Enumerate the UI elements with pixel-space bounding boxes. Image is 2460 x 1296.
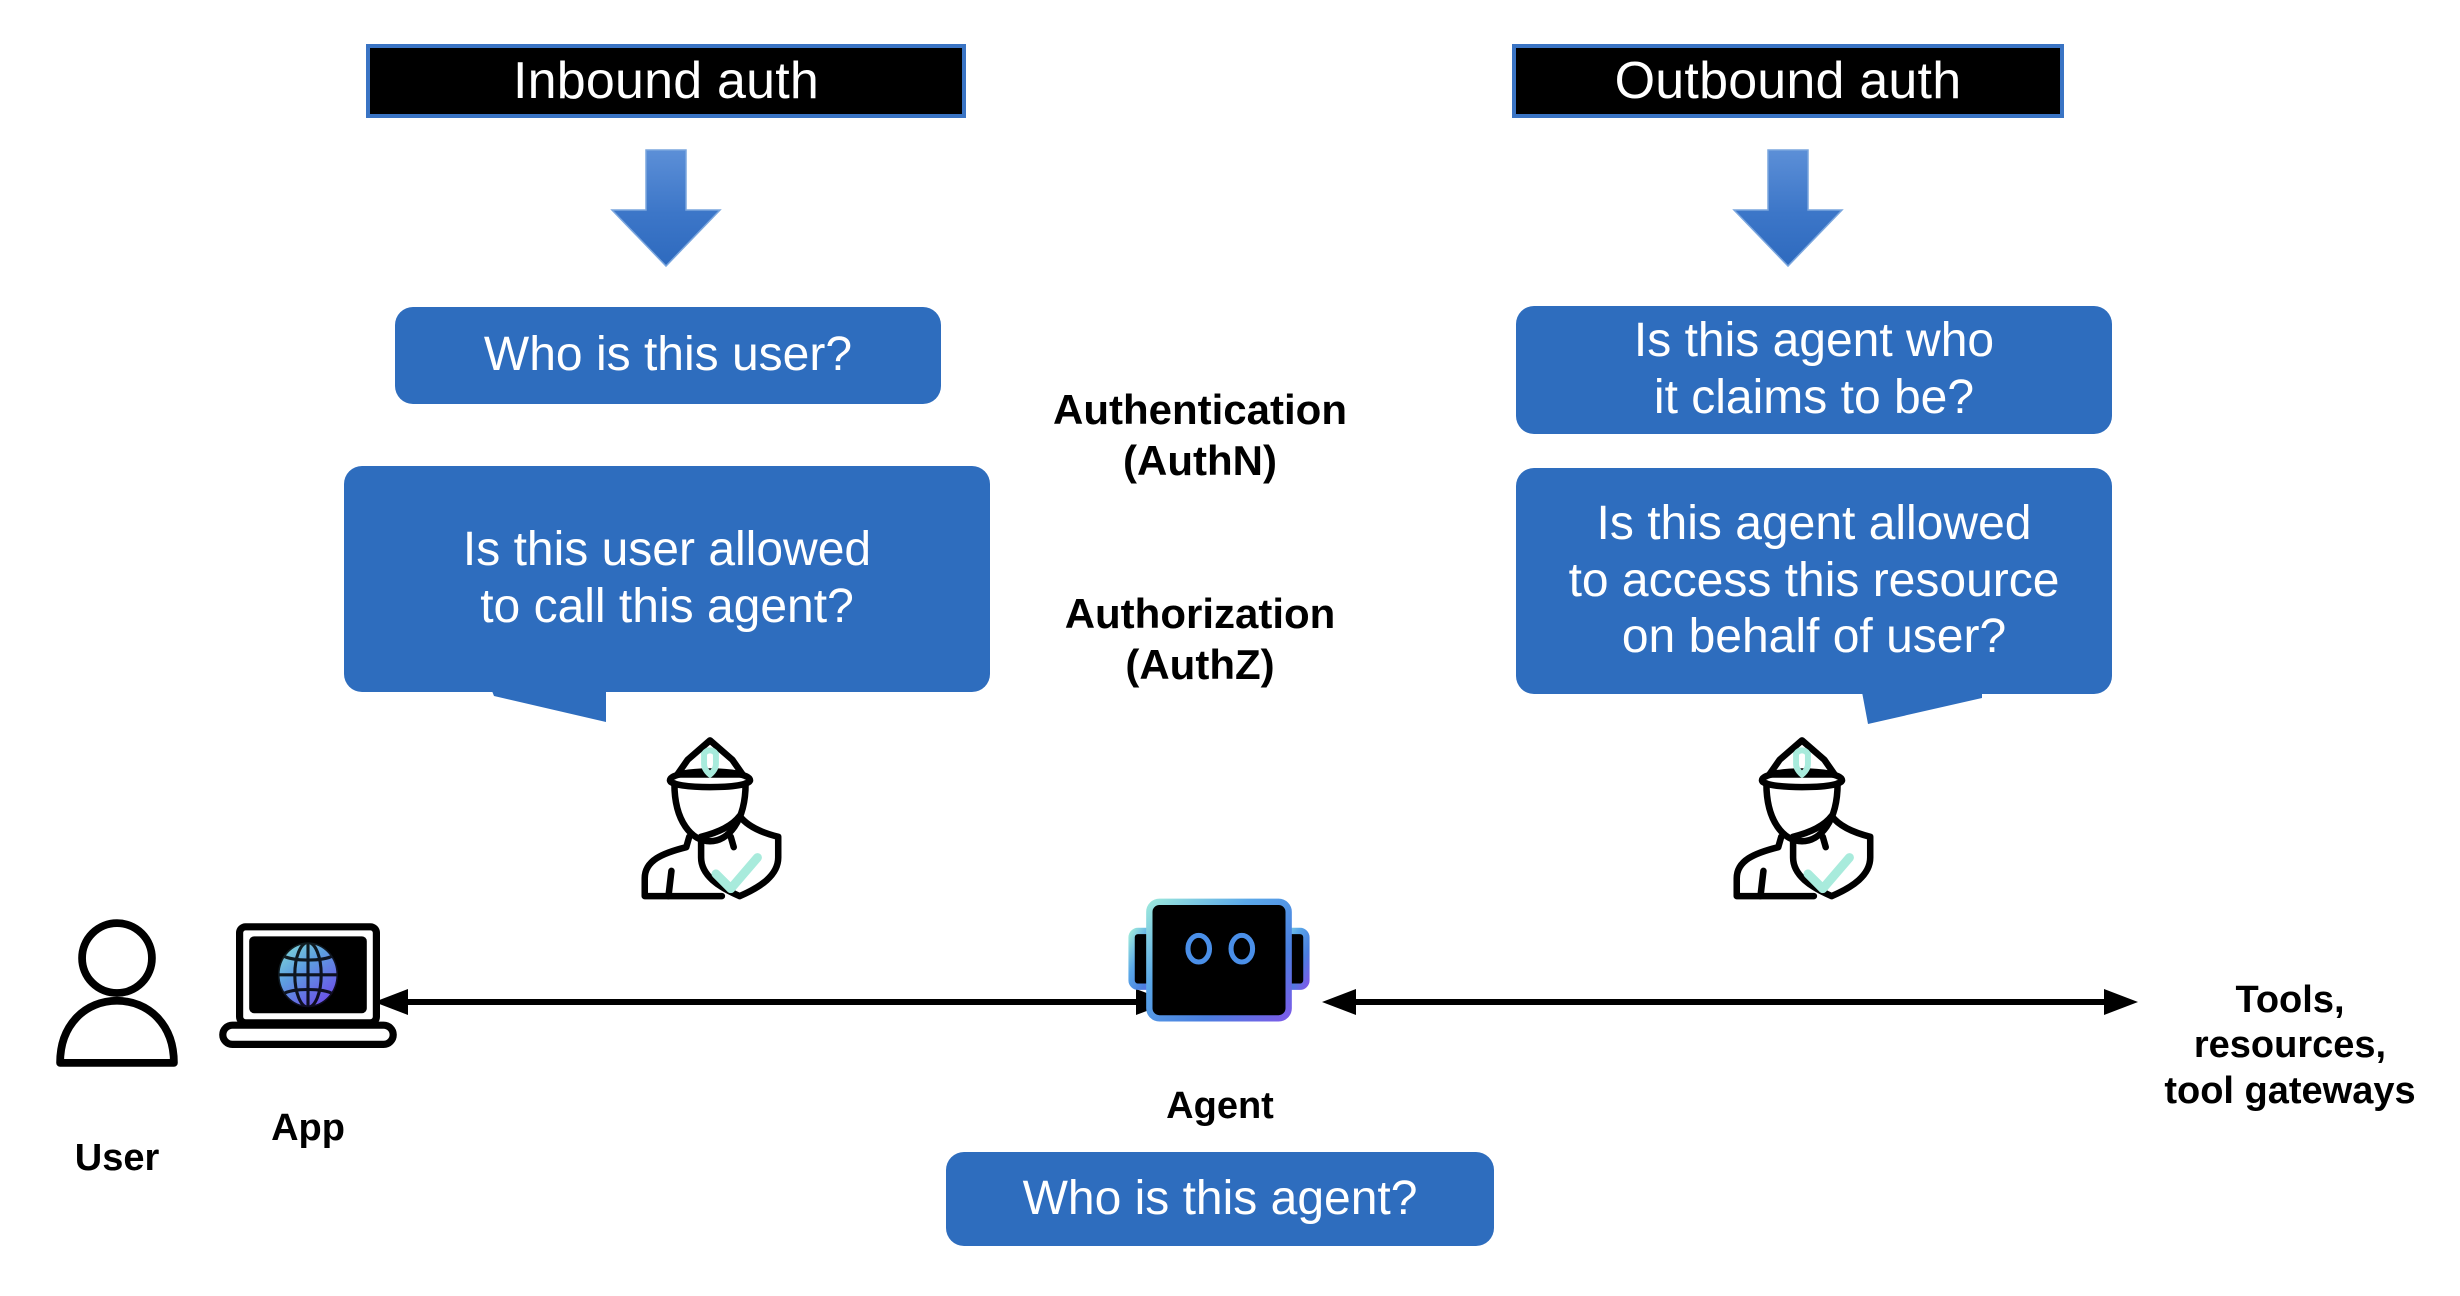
- bubble-outbound-authn-text: Is this agent who it claims to be?: [1633, 314, 1995, 424]
- outbound-guard-icon: [1733, 737, 1874, 900]
- caption-user: User: [32, 1090, 202, 1181]
- section-header-outbound: Outbound auth: [1512, 44, 2064, 118]
- center-label-authz-text: Authorization (AuthZ): [1064, 590, 1336, 689]
- inbound-down-arrow: [610, 149, 722, 268]
- bubble-inbound-authn-text: Who is this user?: [483, 328, 853, 382]
- caption-tools: Tools, resources, tool gateways: [2140, 932, 2440, 1114]
- laptop-globe-icon: [219, 923, 397, 1048]
- center-label-authn: Authentication (AuthN): [1020, 333, 1380, 487]
- center-label-authz: Authorization (AuthZ): [1020, 537, 1380, 691]
- bubble-outbound-authz-group: Is this agent allowed to access this res…: [1516, 468, 2112, 728]
- inbound-guard-icon: [641, 737, 782, 900]
- caption-app: App: [218, 1060, 398, 1151]
- center-label-authn-text: Authentication (AuthN): [1053, 386, 1347, 485]
- connector-app-agent: [374, 989, 1170, 1015]
- caption-user-text: User: [74, 1136, 160, 1179]
- caption-tools-text: Tools, resources, tool gateways: [2164, 978, 2416, 1112]
- section-header-outbound-label: Outbound auth: [1614, 52, 1962, 110]
- bubble-outbound-authz: Is this agent allowed to access this res…: [1516, 468, 2112, 694]
- bubble-outbound-authn: Is this agent who it claims to be?: [1516, 306, 2112, 434]
- bubble-agent-identity: Who is this agent?: [946, 1152, 1494, 1246]
- outbound-down-arrow: [1732, 149, 1844, 268]
- bubble-agent-identity-text: Who is this agent?: [1022, 1171, 1418, 1225]
- bubble-inbound-authz: Is this user allowed to call this agent?: [344, 466, 990, 692]
- section-header-inbound-label: Inbound auth: [512, 52, 820, 110]
- section-header-inbound: Inbound auth: [366, 44, 966, 118]
- caption-agent-text: Agent: [1166, 1084, 1274, 1127]
- robot-icon: [1128, 898, 1310, 1022]
- caption-agent: Agent: [1120, 1038, 1320, 1129]
- connector-agent-tools: [1322, 989, 2138, 1015]
- bubble-inbound-authz-text: Is this user allowed to call this agent?: [462, 523, 872, 633]
- user-icon: [56, 919, 178, 1067]
- bubble-inbound-authn: Who is this user?: [395, 307, 941, 404]
- caption-app-text: App: [271, 1106, 345, 1149]
- bubble-inbound-authz-group: Is this user allowed to call this agent?: [344, 466, 990, 726]
- bubble-outbound-authz-text: Is this agent allowed to access this res…: [1568, 497, 2060, 664]
